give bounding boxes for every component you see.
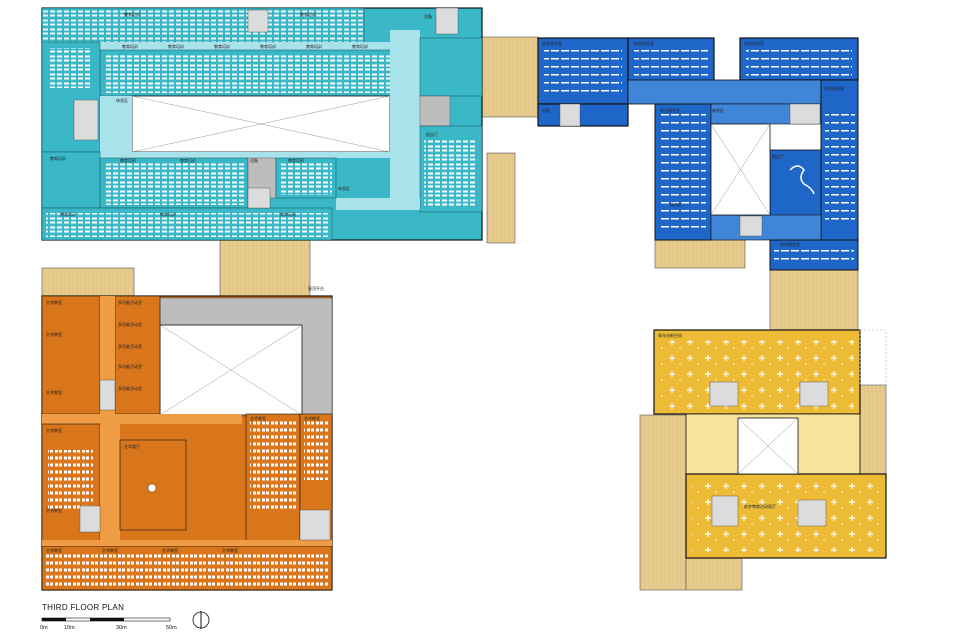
room-label: 设备 <box>542 107 550 113</box>
room-label: 艺术教室 <box>222 547 238 553</box>
scale-label-30: 30m <box>116 625 127 631</box>
room-label: 艺术教室 <box>304 415 320 421</box>
room-label: 教育培训 <box>300 11 316 17</box>
orange-arts-wing <box>41 295 333 591</box>
room-label: 报告厅 <box>772 153 784 159</box>
room-label: 教育培训 <box>260 43 276 49</box>
scale-label-50: 50m <box>166 625 177 631</box>
room-label: 艺术教室 <box>250 415 266 421</box>
room-label: 教育培训 <box>50 155 66 161</box>
room-label: 教育培训 <box>180 157 196 163</box>
room-label: 多功能活动室 <box>118 321 142 327</box>
room-label: 综合阅览室 <box>780 241 800 247</box>
room-label: 教育培训 <box>306 43 322 49</box>
room-label: 设备 <box>424 13 432 19</box>
teal-room-labels: 教育培训 教育培训 教育培训 教育培训 教育培训 教育培训 教育培训 教育培训 … <box>50 11 438 217</box>
room-label: 多功能活动室 <box>118 363 142 369</box>
room-label: 艺术教室 <box>46 507 62 513</box>
room-label: 教育培训 <box>160 211 176 217</box>
room-label: 综合阅览室 <box>660 107 680 113</box>
room-label: 设备 <box>250 157 258 163</box>
room-label: 屋顶平台 <box>308 285 324 291</box>
plan-title: THIRD FLOOR PLAN <box>42 603 125 612</box>
room-label: 青年创新空间 <box>658 332 682 338</box>
room-label: 综合阅览室 <box>744 40 764 46</box>
room-label: 多功能活动室 <box>118 385 142 391</box>
room-label: 阅览区 <box>670 201 682 207</box>
room-label: 综合阅览室 <box>634 40 654 46</box>
room-label: 艺术教室 <box>102 547 118 553</box>
scale-label-0: 0m <box>40 625 48 631</box>
room-label: 多功能活动室 <box>118 299 142 305</box>
room-label: 综合教育活动展厅 <box>744 503 776 509</box>
room-label: 艺术教室 <box>46 427 62 433</box>
room-label: 艺术教室 <box>46 299 62 305</box>
room-label: 综合阅览室 <box>542 40 562 46</box>
room-label: 报告厅 <box>426 131 438 137</box>
room-label: 教育培训 <box>352 43 368 49</box>
room-label: 艺术教室 <box>46 389 62 395</box>
yellow-exhibition-wing <box>653 329 887 559</box>
room-label: 教育培训 <box>120 157 136 163</box>
room-label: 艺术教室 <box>162 547 178 553</box>
room-label: 多功能活动室 <box>118 343 142 349</box>
room-label: 教育培训 <box>60 211 76 217</box>
room-label: 教育培训 <box>168 43 184 49</box>
scale-bar <box>41 617 171 622</box>
teal-education-wing <box>41 7 483 241</box>
room-label: 休息区 <box>338 185 350 191</box>
room-label: 教育培训 <box>288 157 304 163</box>
yellow-room-labels: 青年创新空间 综合教育活动展厅 <box>658 332 776 509</box>
orange-room-labels: 艺术教室 多功能活动室 多功能活动室 多功能活动室 多功能活动室 多功能活动室 … <box>46 285 324 553</box>
room-label: 教育培训 <box>214 43 230 49</box>
blue-reading-wing <box>537 37 859 271</box>
room-label: 教育培训 <box>122 43 138 49</box>
room-label: 休息区 <box>712 107 724 113</box>
room-label: 艺术教室 <box>46 331 62 337</box>
north-arrow-icon <box>192 611 210 629</box>
room-label: 艺术教室 <box>46 547 62 553</box>
room-label: 教育培训 <box>280 211 296 217</box>
room-label: 艺术展厅 <box>124 443 140 449</box>
room-label: 休息区 <box>116 97 128 103</box>
blue-room-labels: 综合阅览室 综合阅览室 综合阅览室 综合阅览室 设备 综合阅览室 休息区 报告厅… <box>542 40 844 247</box>
scale-label-10: 10m <box>64 625 75 631</box>
room-label: 教育培训 <box>124 11 140 17</box>
room-label: 综合阅览室 <box>824 85 844 91</box>
